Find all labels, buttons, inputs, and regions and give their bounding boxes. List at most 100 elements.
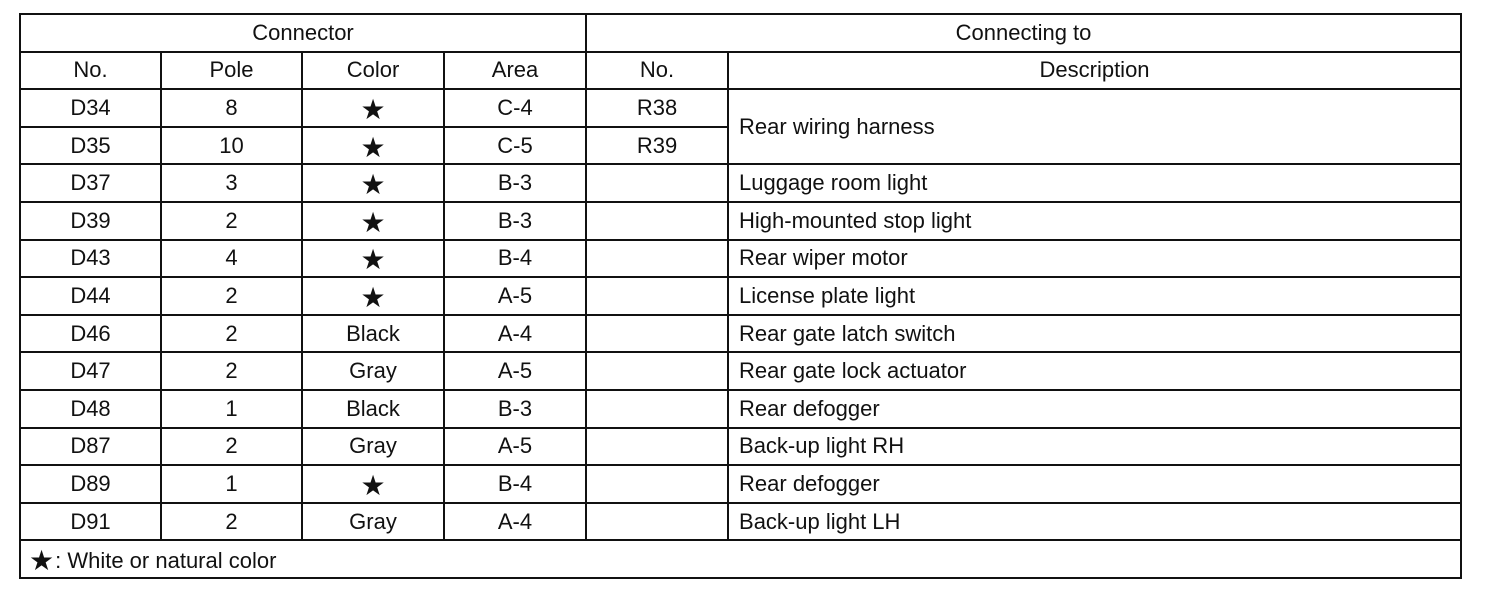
column-header-row: No. Pole Color Area No. Description [19,50,1463,91]
table-row: D34 8 ★ C-4 R38 Rear wiring harness [19,88,1463,166]
table-row: D89 1 ★ B-4 Rear defogger [19,464,1463,504]
header-connecting-to: Connecting to [585,13,1463,53]
header-no: No. [19,50,162,91]
cell-no: D46 [19,313,162,354]
cell-area: A-4 [442,313,588,354]
cell-to-no [585,200,730,241]
cell-color: ★ [301,276,445,316]
cell-to-no [585,163,730,203]
cell-to-no [585,351,730,391]
star-icon: ★ [360,280,386,314]
cell-no: D89 [19,464,162,504]
table-row: D44 2 ★ A-5 License plate light [19,276,1463,316]
cell-color: ★ [301,163,445,203]
cell-to-no [585,238,730,279]
footnote-row: ★: White or natural color [18,539,1463,579]
cell-description: Back-up light LH [727,501,1463,542]
cell-area: A-5 [442,426,588,467]
header-to-no: No. [585,50,730,91]
cell-area: C-4 [442,88,588,128]
cell-to-no [585,388,730,429]
table-row: D87 2 Gray A-5 Back-up light RH [19,426,1463,467]
star-icon: ★ [360,243,386,277]
header-description: Description [727,50,1463,91]
cell-no: D47 [19,351,162,391]
cell-color: Black [301,388,445,429]
cell-to-no [585,276,730,316]
cell-area: B-3 [442,388,588,429]
cell-area: A-5 [442,351,588,391]
cell-no: D43 [19,238,162,279]
cell-no: D39 [19,200,162,241]
cell-area: B-3 [442,200,588,241]
cell-color: Black [301,313,445,354]
cell-pole: 3 [160,163,303,203]
cell-description: Luggage room light [727,163,1463,203]
cell-no: D87 [19,426,162,467]
connector-table: Connector Connecting to No. Pole Color A… [18,13,1463,579]
cell-to-no [585,464,730,504]
cell-description: Rear gate lock actuator [727,351,1463,391]
table-row: D48 1 Black B-3 Rear defogger [19,388,1463,429]
cell-no: D35 [19,125,162,166]
table-row: D46 2 Black A-4 Rear gate latch switch [19,313,1463,354]
cell-pole: 2 [160,276,303,316]
cell-pole: 2 [160,351,303,391]
table-row: D35 10 ★ C-5 R39 [19,125,1461,166]
cell-pole: 4 [160,238,303,279]
connector-table-sheet: Connector Connecting to No. Pole Color A… [18,13,1463,579]
footnote-text: : White or natural color [55,548,277,574]
cell-color: ★ [301,88,445,128]
table-row: D43 4 ★ B-4 Rear wiper motor [19,238,1463,279]
star-icon: ★ [360,168,386,202]
cell-color: Gray [301,501,445,542]
footnote-cell: ★: White or natural color [18,539,1463,579]
cell-color: ★ [301,200,445,241]
cell-area: A-4 [442,501,588,542]
cell-pole: 10 [160,125,303,166]
cell-to-no [585,426,730,467]
star-icon: ★ [29,544,55,578]
cell-color: ★ [301,125,445,166]
header-area: Area [442,50,588,91]
cell-color: Gray [301,426,445,467]
cell-description: Rear gate latch switch [727,313,1463,354]
table-row: D47 2 Gray A-5 Rear gate lock actuator [19,351,1463,391]
cell-color: ★ [301,238,445,279]
cell-to-no: R39 [585,125,730,166]
cell-to-no [585,501,730,542]
cell-pole: 2 [160,200,303,241]
star-icon: ★ [360,205,386,239]
cell-no: D91 [19,501,162,542]
cell-color: ★ [301,464,445,504]
header-connector: Connector [18,13,588,53]
cell-area: C-5 [442,125,588,166]
cell-area: B-4 [442,238,588,279]
cell-pole: 2 [160,426,303,467]
header-color: Color [301,50,445,91]
header-pole: Pole [160,50,303,91]
cell-no: D44 [19,276,162,316]
cell-area: B-4 [442,464,588,504]
cell-pole: 1 [160,388,303,429]
table-row: D39 2 ★ B-3 High-mounted stop light [19,200,1463,241]
cell-to-no [585,313,730,354]
cell-description: Rear defogger [727,388,1463,429]
cell-no: D48 [19,388,162,429]
cell-pole: 2 [160,313,303,354]
cell-description: Rear wiring harness [727,88,1463,166]
star-icon: ★ [360,130,386,164]
cell-no: D34 [19,88,162,128]
cell-to-no: R38 [585,88,730,128]
cell-description: High-mounted stop light [727,200,1463,241]
group-header-row: Connector Connecting to [18,13,1463,53]
star-icon: ★ [360,468,386,502]
cell-description: Rear wiper motor [727,238,1463,279]
cell-pole: 1 [160,464,303,504]
cell-description: Back-up light RH [727,426,1463,467]
cell-area: B-3 [442,163,588,203]
table-row: D91 2 Gray A-4 Back-up light LH [19,501,1463,542]
cell-description: Rear defogger [727,464,1463,504]
cell-pole: 2 [160,501,303,542]
table-row: D37 3 ★ B-3 Luggage room light [19,163,1463,203]
